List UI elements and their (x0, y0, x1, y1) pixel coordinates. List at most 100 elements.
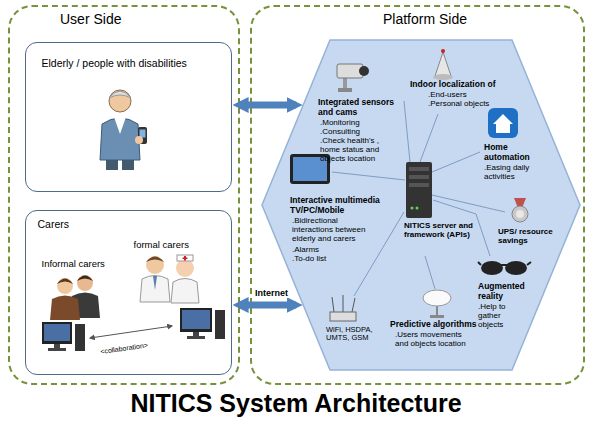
node-label: formal carers (134, 240, 226, 251)
node-label: .Easing daily activities (484, 164, 546, 182)
ups-icon (514, 198, 526, 208)
node-label: Home automation (484, 143, 544, 162)
computer-icon (180, 308, 212, 332)
node-label: WiFi, HSDPA, UMTS, GSM (326, 326, 384, 343)
server-icon (411, 207, 414, 210)
node-label: Carers (38, 219, 118, 231)
localization-icon (433, 74, 453, 80)
node-label: <collaboration> (99, 338, 171, 356)
double-arrow (239, 302, 296, 309)
glasses-icon (500, 264, 508, 266)
glasses-icon (478, 262, 481, 265)
elderly-figure (122, 158, 134, 170)
tablet-icon (290, 154, 330, 184)
node-label: .Monitoring (320, 119, 400, 128)
glasses-icon (505, 261, 527, 275)
computer-icon (44, 324, 70, 341)
computer-icon (48, 348, 66, 351)
node-label: Integrated sensors and cams (318, 98, 400, 117)
formal-carers-figure (140, 276, 170, 303)
localization-icon (441, 49, 445, 53)
server-icon (406, 162, 432, 218)
collaboration-arrow (90, 326, 172, 338)
home-icon (488, 108, 518, 138)
spoke-line (432, 152, 480, 172)
connector-group (239, 105, 296, 305)
diagram-title: NITICS System Architecture (0, 388, 592, 418)
computer-icon (187, 336, 205, 339)
glasses-icon (481, 261, 503, 275)
side-region: Integrated sensors and cams.Monitoring.C… (250, 5, 585, 385)
informal-carers-figure (57, 278, 73, 294)
formal-carers-figure (171, 279, 199, 304)
node-label: .Alarms (292, 246, 376, 255)
localization-icon (433, 49, 453, 80)
router-icon (332, 297, 334, 312)
computer-icon (54, 344, 60, 348)
elderly-figure (100, 90, 147, 170)
informal-carers-figure (50, 296, 80, 321)
home-icon (488, 108, 518, 138)
platform-hexagon: Integrated sensors and cams.Monitoring.C… (262, 40, 580, 370)
edge-label: Internet (253, 288, 290, 298)
spoke-line (425, 256, 435, 289)
elderly-figure (135, 136, 143, 144)
node-label: UPS/ resource savings (498, 228, 558, 246)
informal-carers-figure (77, 275, 93, 291)
node-label: Interactive multimedia TV/PC/Mobile (290, 196, 385, 215)
side-region: Elderly / people with disabilitiesCarers… (8, 5, 240, 385)
server-icon (416, 207, 419, 210)
formal-carers-figure (177, 255, 193, 261)
dish-icon (423, 290, 451, 318)
spoke-line (354, 212, 404, 296)
camera-icon (337, 64, 369, 92)
node-label: .Consulting (320, 128, 400, 137)
node-label: .Help to gather objects (478, 303, 522, 330)
hexagon-shape (262, 40, 580, 370)
informal-carers-figure (70, 293, 100, 319)
home-icon (493, 114, 513, 133)
elderly-figure (109, 90, 131, 112)
formal-carers-figure (140, 255, 199, 303)
localization-icon (435, 52, 451, 76)
dish-icon (423, 290, 451, 306)
glasses-icon (478, 261, 531, 275)
spoke-line (404, 101, 410, 162)
server-icon (409, 175, 429, 179)
formal-carers-figure (146, 256, 164, 274)
node-label: NITICS server and framework (APIs) (404, 222, 476, 240)
node-label: Informal carers (42, 259, 134, 270)
camera-icon (338, 88, 352, 92)
camera-icon (359, 66, 369, 76)
elderly-figure (100, 118, 140, 160)
node-label: Elderly / people with disabilities (42, 58, 227, 70)
glasses-icon (527, 262, 531, 265)
spoke-line (432, 195, 505, 212)
elderly-figure (138, 127, 147, 144)
node-label: .Personal objects (428, 100, 510, 109)
ups-icon (512, 198, 528, 222)
informal-carers-figure (57, 279, 73, 285)
node-label: .To-do list (292, 255, 376, 264)
node-label: .End-users (428, 91, 510, 100)
computer-icon (42, 322, 72, 344)
tablet-icon (293, 157, 327, 181)
group-box: Elderly / people with disabilities (25, 42, 232, 192)
router-icon (352, 298, 355, 312)
spoke-line (433, 200, 490, 256)
node-label: .Check health's , home status and object… (320, 137, 400, 164)
formal-carers-figure (153, 276, 157, 290)
double-arrow (239, 102, 296, 109)
router-icon (343, 295, 344, 312)
camera-icon (337, 64, 363, 78)
informal-carers-figure (50, 275, 100, 320)
node-label: Augmented reality (478, 282, 533, 301)
elderly-figure (114, 117, 126, 134)
router-icon (330, 295, 356, 321)
ups-icon (516, 210, 524, 218)
elderly-figure (109, 91, 131, 98)
server-icon (406, 162, 432, 218)
computer-icon (42, 308, 225, 351)
camera-icon (343, 78, 347, 90)
